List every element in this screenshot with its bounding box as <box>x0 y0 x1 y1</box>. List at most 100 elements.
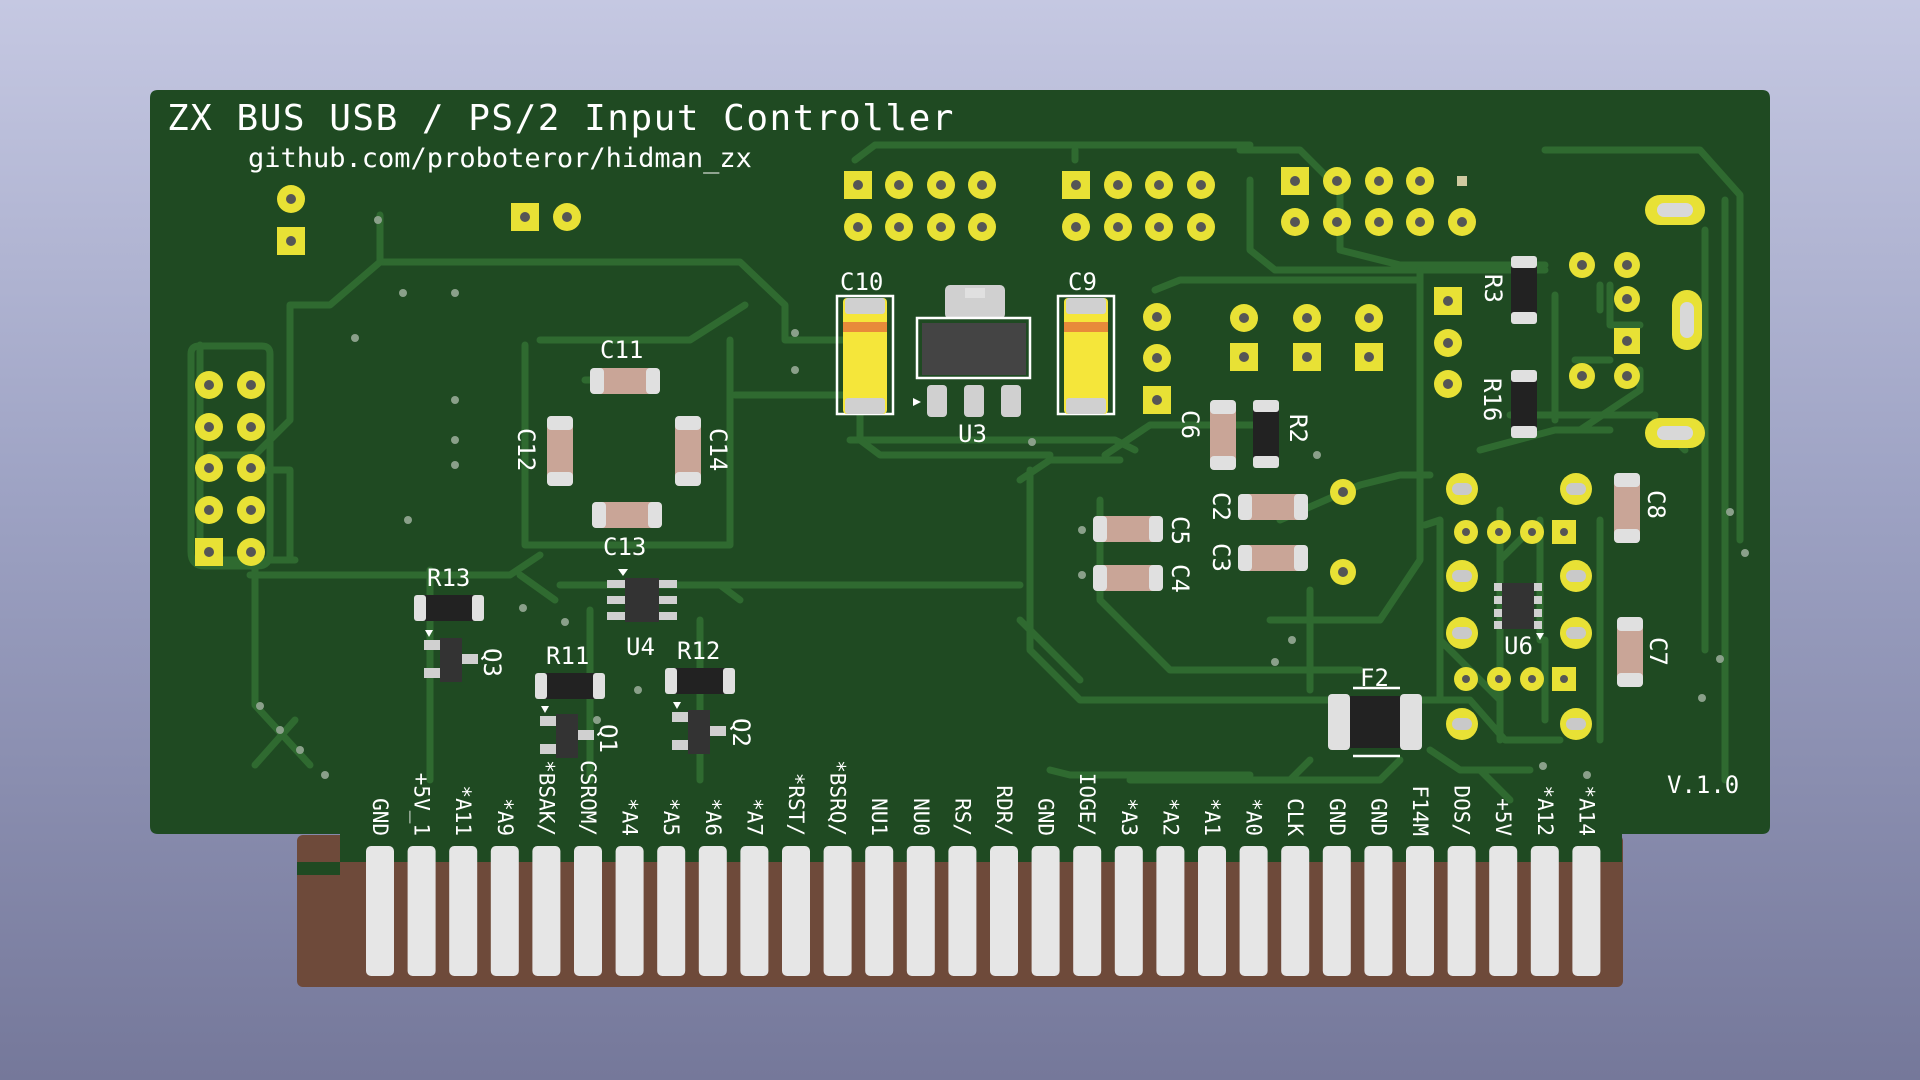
edge-pin-label: *A11 <box>451 785 475 836</box>
edge-pin-label: GND <box>1325 798 1349 836</box>
label-r13: R13 <box>427 564 470 592</box>
cap-c3: C3 <box>1207 543 1308 572</box>
edge-finger <box>1073 846 1102 976</box>
label-c11: C11 <box>600 336 643 364</box>
label-c3: C3 <box>1207 543 1235 572</box>
edge-connector-fingers <box>366 846 1601 976</box>
edge-connector-labels: GND+5V_1*A11*A9*BSAK/CSROM/*A4*A5*A6*A7*… <box>368 760 1598 836</box>
edge-pin-label: *A7 <box>742 798 766 836</box>
pin-header-2x5 <box>187 342 274 570</box>
label-c7: C7 <box>1644 637 1672 666</box>
edge-pin-label: *A5 <box>659 798 683 836</box>
transistor-q3: Q3 <box>424 630 506 682</box>
ic-u4: U4 <box>607 569 677 661</box>
mount-slots <box>1645 195 1705 448</box>
usb-connector-pads <box>1569 252 1640 389</box>
edge-pin-label: +5V_1 <box>410 773 434 836</box>
resistors: R13 R11 R12 R2 R3 R16 <box>414 256 1537 699</box>
label-c2: C2 <box>1207 492 1235 521</box>
cap-c11: C11 <box>590 336 660 394</box>
fuse-f2: F2 <box>1328 664 1422 758</box>
cap-c7: C7 <box>1617 617 1672 687</box>
label-r11: R11 <box>546 642 589 670</box>
label-u4: U4 <box>626 633 655 661</box>
edge-finger <box>823 846 852 976</box>
edge-pin-label: *A4 <box>618 798 642 836</box>
edge-pin-label: *A14 <box>1574 785 1598 836</box>
edge-finger <box>1447 846 1476 976</box>
edge-finger <box>1031 846 1060 976</box>
edge-finger <box>532 846 561 976</box>
edge-finger <box>698 846 727 976</box>
cap-c13: C13 <box>592 502 662 561</box>
edge-finger <box>657 846 686 976</box>
edge-finger <box>1114 846 1143 976</box>
ic-u6: U6 <box>1494 583 1544 660</box>
edge-pin-label: *BSRQ/ <box>826 760 850 836</box>
edge-pin-label: F14M <box>1408 785 1432 836</box>
edge-pin-label: *BSAK/ <box>534 760 558 836</box>
edge-finger <box>948 846 977 976</box>
ceramic-caps: C11 C13 C12 C14 C5 C4 <box>512 336 1672 687</box>
edge-finger <box>1489 846 1518 976</box>
edge-finger <box>1239 846 1268 976</box>
board-version: V.1.0 <box>1667 771 1739 799</box>
label-c14: C14 <box>704 428 732 471</box>
label-c13: C13 <box>603 533 646 561</box>
edge-pin-label: CLK <box>1283 798 1307 836</box>
misc-pads-mid <box>1143 287 1462 585</box>
edge-finger <box>615 846 644 976</box>
edge-pin-label: GND <box>1034 798 1058 836</box>
edge-pin-label: GND <box>1366 798 1390 836</box>
edge-finger <box>782 846 810 976</box>
pin-header-top-c <box>1281 167 1476 236</box>
label-q3: Q3 <box>478 648 506 677</box>
label-c12: C12 <box>512 428 540 471</box>
resistor-r12: R12 <box>665 637 735 694</box>
edge-pin-label: *A2 <box>1158 798 1182 836</box>
cap-c4: C4 <box>1093 564 1194 593</box>
edge-pin-label: *A3 <box>1117 798 1141 836</box>
resistor-r13: R13 <box>414 564 484 621</box>
label-r2: R2 <box>1284 414 1312 443</box>
through-hole-pads-left <box>277 185 581 255</box>
label-c6: C6 <box>1176 410 1204 439</box>
edge-finger <box>1572 846 1601 976</box>
label-c10: C10 <box>840 268 883 296</box>
edge-finger <box>865 846 894 976</box>
edge-pin-label: *A0 <box>1242 798 1266 836</box>
edge-pin-label: *A6 <box>701 798 725 836</box>
edge-pin-label: *A12 <box>1533 785 1557 836</box>
edge-finger <box>574 846 602 976</box>
transistor-q1: Q1 <box>540 706 622 758</box>
cap-c2: C2 <box>1207 492 1308 521</box>
edge-finger <box>906 846 935 976</box>
ps2-connector-pads <box>1446 473 1592 740</box>
cap-c14: C14 <box>675 416 732 486</box>
board-url: github.com/proboteror/hidman_zx <box>248 143 752 174</box>
label-r16: R16 <box>1478 378 1506 421</box>
edge-finger <box>407 846 436 976</box>
pin-header-top-b <box>1062 171 1215 241</box>
edge-pin-label: IOGE/ <box>1075 773 1099 836</box>
edge-finger <box>1530 846 1559 976</box>
cap-c8: C8 <box>1614 473 1670 543</box>
label-u3: U3 <box>958 420 987 448</box>
edge-finger <box>1281 846 1310 976</box>
edge-pin-label: NU0 <box>909 798 933 836</box>
resistor-r16: R16 <box>1478 370 1537 438</box>
edge-pin-label: RS/ <box>950 798 974 836</box>
label-c9: C9 <box>1068 268 1097 296</box>
vias <box>256 216 1749 779</box>
edge-pin-label: *RST/ <box>784 773 808 836</box>
transistor-q2: Q2 <box>672 702 755 754</box>
label-c4: C4 <box>1166 564 1194 593</box>
pin-header-top-a <box>844 171 996 241</box>
pcb-board <box>150 90 1770 875</box>
edge-pin-label: RDR/ <box>992 785 1016 836</box>
edge-pin-label: *A1 <box>1200 798 1224 836</box>
edge-finger <box>449 846 478 976</box>
edge-finger <box>1198 846 1226 976</box>
edge-finger <box>1156 846 1185 976</box>
